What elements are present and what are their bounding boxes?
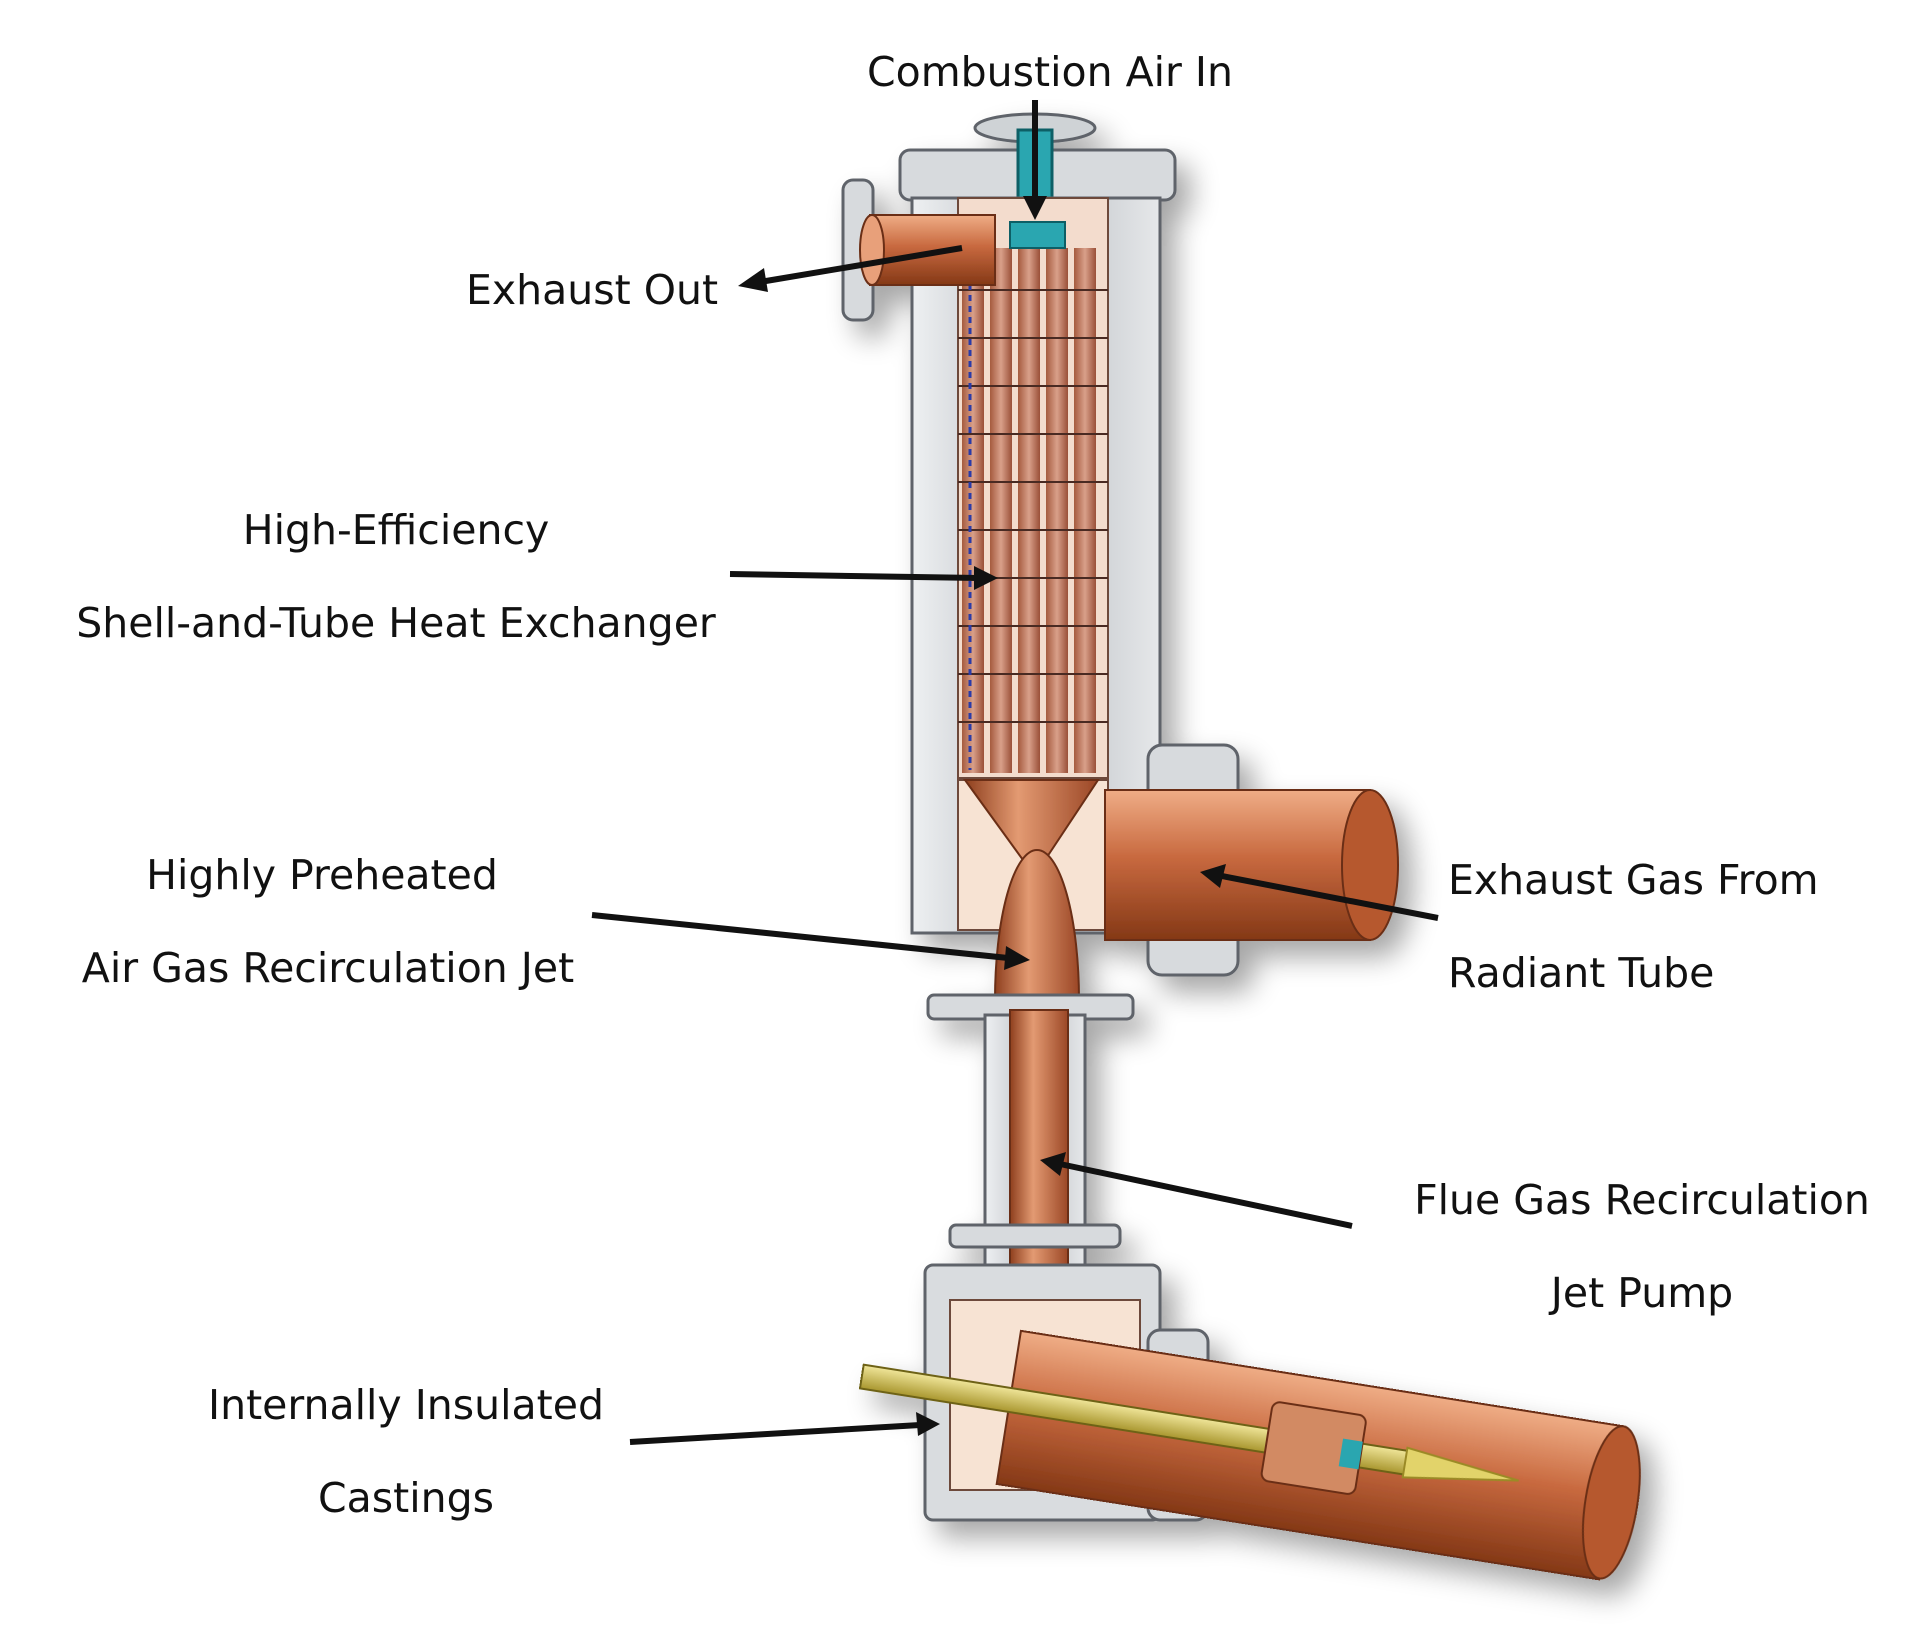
air-plenum bbox=[1009, 221, 1066, 249]
label-castings-line1: Internally Insulated bbox=[208, 1381, 604, 1429]
label-castings-line2: Castings bbox=[318, 1474, 494, 1522]
label-exhaust-out: Exhaust Out bbox=[466, 266, 719, 314]
arrow-recirculation-jet bbox=[591, 912, 1009, 961]
arrow-exhaust-gas bbox=[1221, 873, 1439, 921]
arrow-heat-exchanger bbox=[729, 571, 979, 581]
arrow-exhaust-out bbox=[759, 245, 963, 285]
lower-flange bbox=[948, 1223, 1122, 1249]
arrow-flue-gas bbox=[1059, 1161, 1353, 1229]
label-flue-gas-line2: Jet Pump bbox=[1550, 1269, 1734, 1317]
arrow-castings bbox=[629, 1422, 921, 1445]
label-preheated-line1: Highly Preheated bbox=[146, 851, 498, 899]
label-heat-exchanger-line1: High-Efficiency bbox=[242, 506, 550, 554]
label-preheated-line2: Air Gas Recirculation Jet bbox=[81, 944, 575, 992]
label-combustion-air-in: Combustion Air In bbox=[867, 48, 1233, 96]
label-heat-exchanger-line2: Shell-and-Tube Heat Exchanger bbox=[76, 599, 716, 647]
label-flue-gas-line1: Flue Gas Recirculation bbox=[1414, 1176, 1870, 1224]
radiant-tube-inlet bbox=[1104, 789, 1371, 941]
flame-tip bbox=[1401, 1446, 1519, 1482]
burner-body bbox=[841, 112, 1641, 1581]
label-exhaust-gas-line2: Radiant Tube bbox=[1448, 949, 1715, 997]
label-exhaust-gas-line1: Exhaust Gas From bbox=[1448, 856, 1819, 904]
heat-exchanger-tubes bbox=[962, 248, 1096, 773]
leader-arrows bbox=[591, 100, 1439, 1445]
